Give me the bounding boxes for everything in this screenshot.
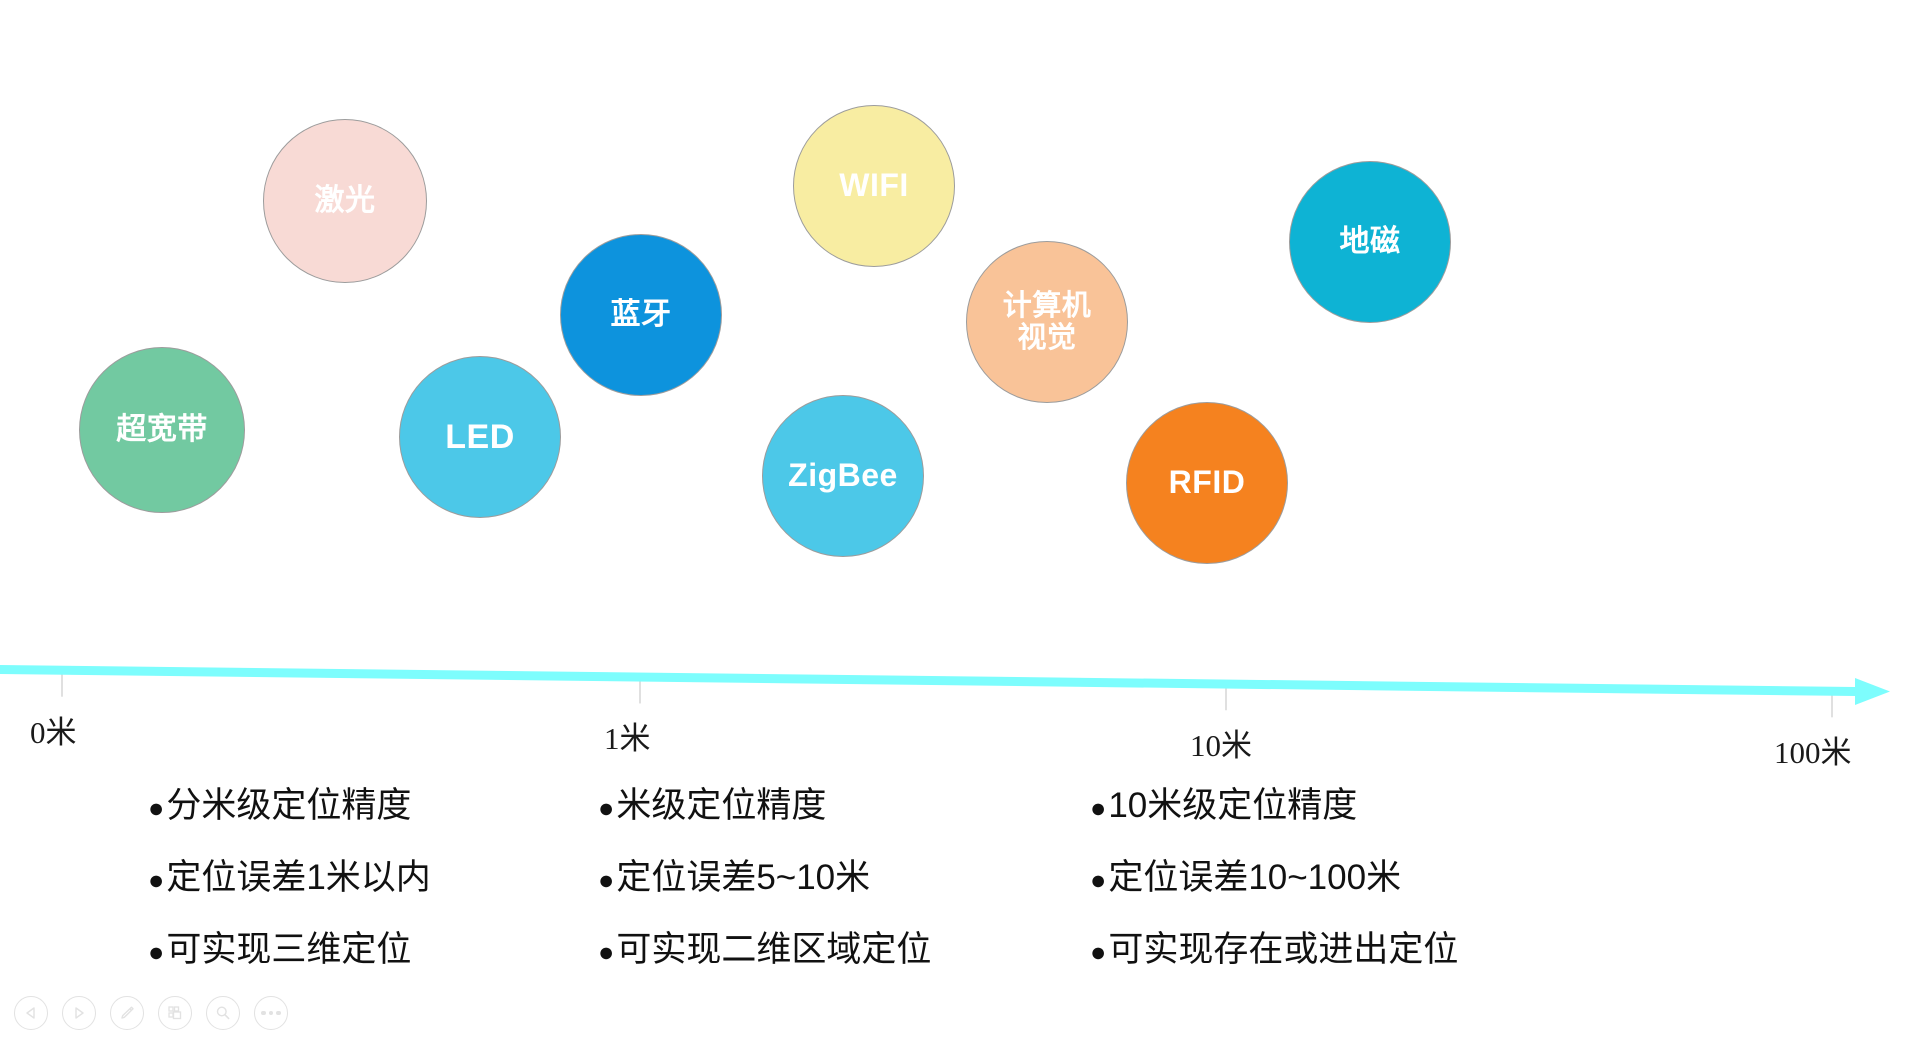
bullet-item: ●可实现二维区域定位 — [598, 932, 931, 1004]
bubble-label: LED — [445, 417, 515, 456]
bubble-label: 地磁 — [1339, 225, 1401, 259]
bubble-1[interactable]: 超宽带 — [79, 347, 245, 513]
pen-tool-button[interactable] — [110, 996, 144, 1030]
bullet-marker-icon: ● — [148, 865, 165, 895]
zoom-tool-button[interactable] — [206, 996, 240, 1030]
bullet-text: 定位误差5~10米 — [616, 858, 871, 897]
bullet-item: ●米级定位精度 — [598, 788, 931, 860]
bullet-text: 分米级定位精度 — [166, 786, 412, 825]
bullet-text: 可实现二维区域定位 — [616, 930, 932, 969]
more-options-button[interactable] — [254, 996, 288, 1030]
bubble-6[interactable]: WIFI — [793, 105, 955, 267]
pen-icon — [121, 1006, 134, 1019]
bullet-column-ten-meter: ●10米级定位精度●定位误差10~100米●可实现存在或进出定位 — [1090, 788, 1458, 1004]
bubble-label: RFID — [1168, 464, 1246, 501]
bubble-2[interactable]: 激光 — [263, 119, 427, 283]
magnifier-icon — [216, 1006, 230, 1020]
bullet-text: 10米级定位精度 — [1108, 786, 1358, 825]
axis-arrow-line — [0, 665, 1890, 705]
bullet-marker-icon: ● — [1090, 865, 1107, 895]
triangle-left-icon — [26, 1007, 35, 1019]
bullet-marker-icon: ● — [148, 937, 165, 967]
bullet-text: 定位误差10~100米 — [1108, 858, 1402, 897]
bullet-item: ●定位误差1米以内 — [148, 860, 431, 932]
axis-line-svg — [0, 665, 1890, 718]
bullet-text: 米级定位精度 — [616, 786, 827, 825]
bubble-4[interactable]: 蓝牙 — [560, 234, 722, 396]
triangle-right-icon — [75, 1007, 84, 1019]
axis-tick-label-2: 1米 — [604, 721, 651, 757]
axis-tick-label-3: 10米 — [1190, 728, 1252, 764]
previous-slide-button[interactable] — [14, 996, 48, 1030]
bubble-3[interactable]: LED — [399, 356, 561, 518]
bullet-marker-icon: ● — [598, 865, 615, 895]
bubble-label: 激光 — [314, 184, 376, 218]
bullet-marker-icon: ● — [598, 793, 615, 823]
bubble-label: 超宽带 — [116, 413, 208, 447]
next-slide-button[interactable] — [62, 996, 96, 1030]
bullet-marker-icon: ● — [148, 793, 165, 823]
bubble-label: 计算机 视觉 — [1002, 289, 1092, 354]
bubble-5[interactable]: ZigBee — [762, 395, 924, 557]
bullet-column-meter: ●米级定位精度●定位误差5~10米●可实现二维区域定位 — [598, 788, 931, 1004]
bullet-item: ●定位误差5~10米 — [598, 860, 931, 932]
bullet-text: 可实现三维定位 — [166, 930, 412, 969]
bullet-item: ●分米级定位精度 — [148, 788, 431, 860]
bullet-columns: ●分米级定位精度●定位误差1米以内●可实现三维定位●米级定位精度●定位误差5~1… — [0, 788, 1913, 968]
bubble-8[interactable]: RFID — [1126, 402, 1288, 564]
bullet-text: 可实现存在或进出定位 — [1108, 930, 1459, 969]
bullet-item: ●10米级定位精度 — [1090, 788, 1458, 860]
bullet-text: 定位误差1米以内 — [166, 858, 431, 897]
bullet-marker-icon: ● — [1090, 793, 1107, 823]
timeline-axis: 0米 1米 10米 100米 — [0, 660, 1913, 780]
bullet-item: ●可实现存在或进出定位 — [1090, 932, 1458, 1004]
bubble-label: ZigBee — [788, 457, 898, 494]
ellipsis-icon — [261, 1010, 281, 1016]
bubble-label: WIFI — [839, 167, 909, 204]
axis-tick-label-4: 100米 — [1774, 735, 1852, 771]
bubble-9[interactable]: 地磁 — [1289, 161, 1451, 323]
bullet-item: ●可实现三维定位 — [148, 932, 431, 1004]
bullet-marker-icon: ● — [1090, 937, 1107, 967]
bullet-column-sub-meter: ●分米级定位精度●定位误差1米以内●可实现三维定位 — [148, 788, 431, 1004]
grid-icon — [168, 1006, 182, 1020]
bubble-label: 蓝牙 — [610, 298, 672, 332]
bullet-marker-icon: ● — [598, 937, 615, 967]
presentation-toolbar — [14, 996, 288, 1030]
slide-overview-button[interactable] — [158, 996, 192, 1030]
bubble-7[interactable]: 计算机 视觉 — [966, 241, 1128, 403]
axis-tick-label-1: 0米 — [30, 714, 77, 750]
bullet-item: ●定位误差10~100米 — [1090, 860, 1458, 932]
